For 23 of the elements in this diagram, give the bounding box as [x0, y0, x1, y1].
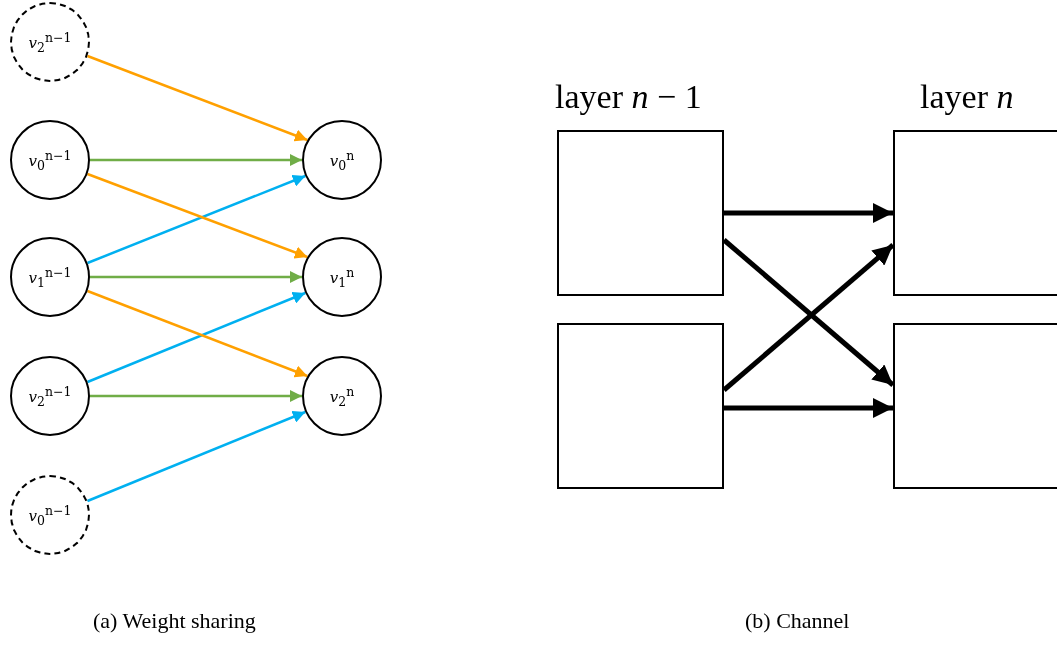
channel-box: [557, 130, 724, 296]
neuron-circle: [10, 356, 90, 436]
arrow: [87, 54, 308, 142]
layer-heading: layer n: [920, 78, 1014, 116]
arrow: [724, 203, 893, 223]
channel-box: [893, 323, 1057, 489]
dashed-neuron-circle: [10, 475, 90, 555]
subfigure-caption: (a) Weight sharing: [93, 608, 256, 634]
layer-heading: layer n − 1: [555, 78, 702, 116]
channel-box: [557, 323, 724, 489]
arrow: [90, 270, 302, 284]
dashed-neuron-circle: [10, 2, 90, 82]
arrow: [90, 389, 302, 403]
arrow: [87, 410, 306, 503]
neuron-circle: [302, 237, 382, 317]
subfigure-caption: (b) Channel: [745, 608, 850, 634]
neuron-circle: [302, 120, 382, 200]
arrow: [90, 153, 302, 167]
channel-box: [893, 130, 1057, 296]
arrow: [724, 398, 893, 418]
neuron-circle: [10, 237, 90, 317]
neuron-circle: [302, 356, 382, 436]
neuron-circle: [10, 120, 90, 200]
